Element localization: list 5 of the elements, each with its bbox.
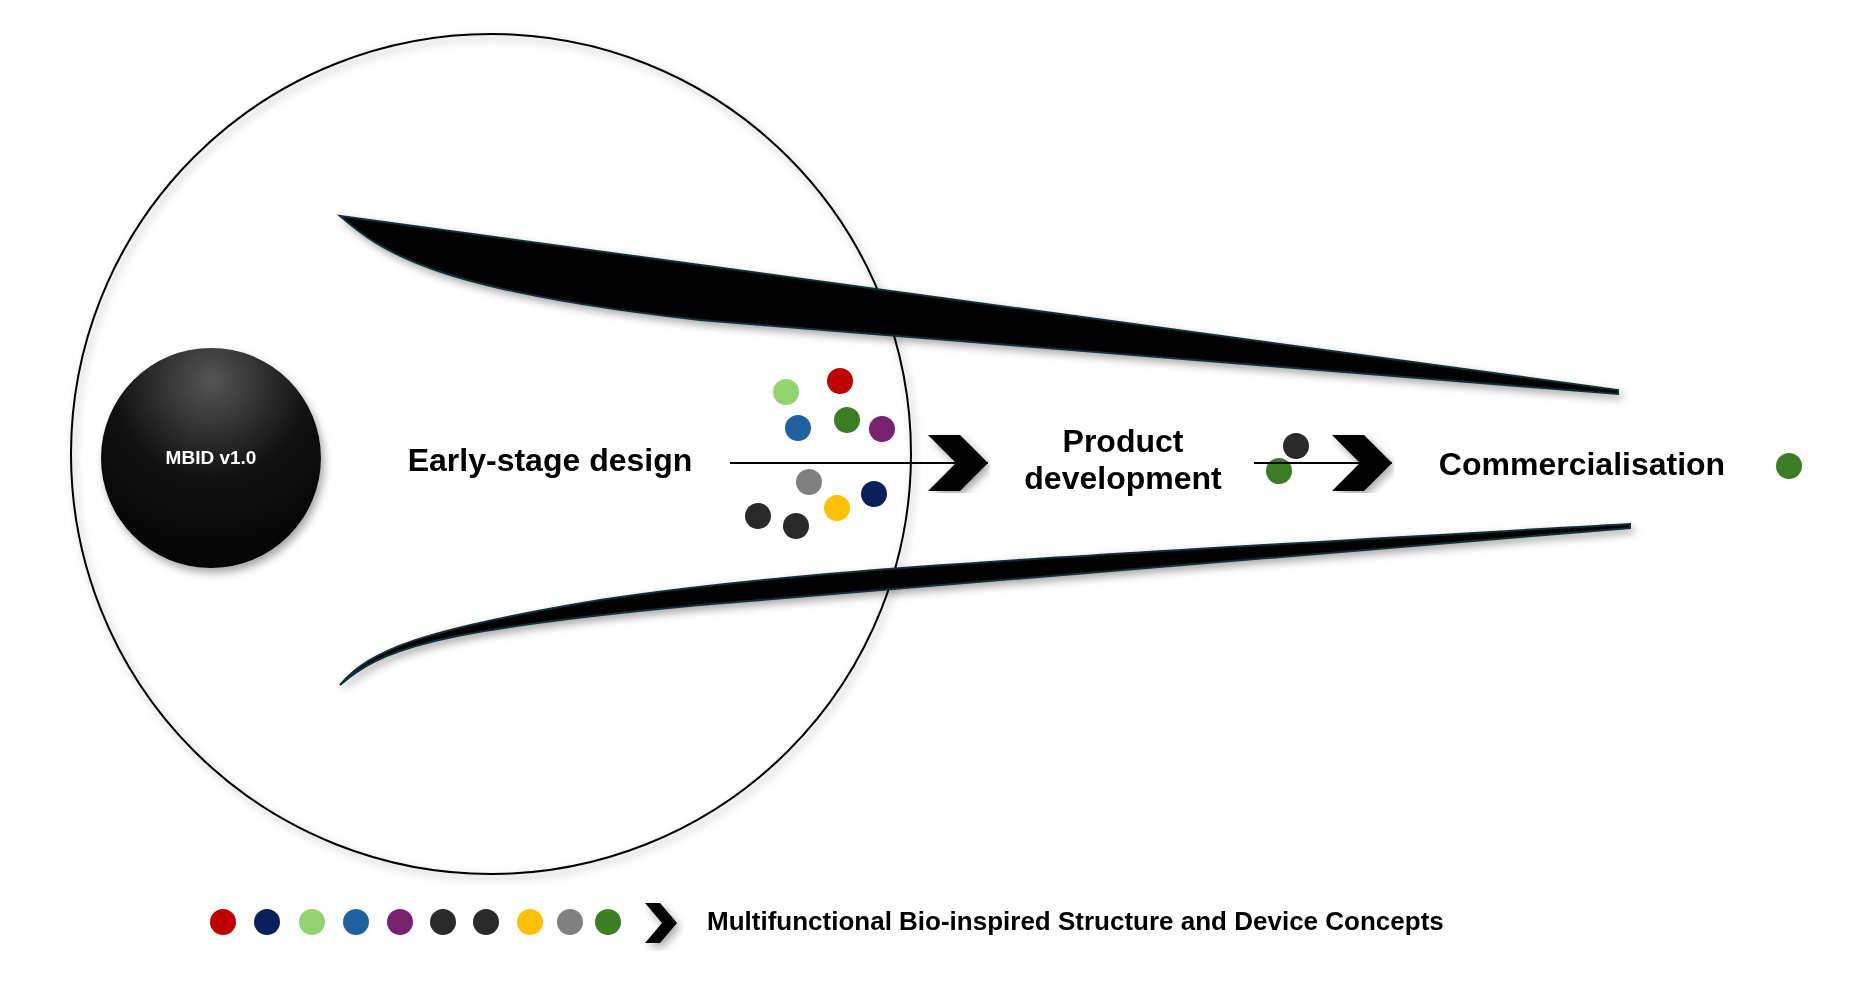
- stage-label: Early-stage design: [370, 430, 730, 490]
- stage-circle: MBID v1.0: [101, 348, 321, 568]
- stage-label: Commercialisation: [1396, 434, 1768, 494]
- stage-label: Product development: [992, 415, 1254, 505]
- caption-text: Multifunctional Bio-inspired Structure and Device Concepts: [707, 906, 1444, 937]
